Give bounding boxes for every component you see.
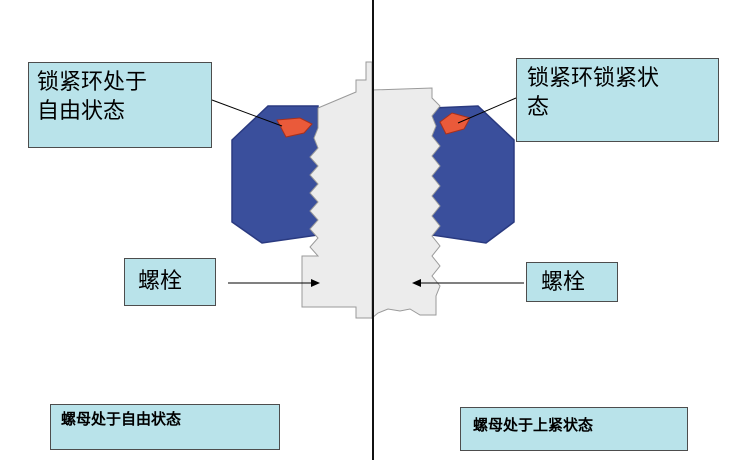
- bolt-left: [301, 61, 373, 319]
- label-lock-ring-locked-line2: 态: [527, 94, 550, 120]
- label-nut-tight: 螺母处于上紧状态: [460, 407, 688, 451]
- label-lock-ring-free-line2: 自由状态: [37, 98, 126, 124]
- label-bolt-right: 螺栓: [526, 262, 618, 302]
- label-lock-ring-locked-line1: 锁紧环锁紧状: [527, 66, 660, 91]
- lock-ring-right: [439, 112, 471, 135]
- label-nut-free: 螺母处于自由状态: [50, 404, 280, 450]
- label-bolt-left: 螺栓: [124, 258, 216, 306]
- arrowhead-bolt-left: [311, 279, 320, 287]
- lock-ring-left: [276, 117, 313, 138]
- label-bolt-left-text: 螺栓: [138, 269, 183, 294]
- pointer-lock-ring-left: [211, 99, 283, 127]
- label-lock-ring-free-line1: 锁紧环处于: [37, 70, 148, 95]
- pointer-lock-ring-right: [457, 97, 517, 124]
- label-nut-free-text: 螺母处于自由状态: [61, 410, 182, 428]
- label-lock-ring-locked: 锁紧环锁紧状 态: [516, 58, 719, 142]
- label-nut-tight-text: 螺母处于上紧状态: [473, 416, 594, 434]
- label-lock-ring-free: 锁紧环处于 自由状态: [28, 62, 212, 148]
- arrowhead-bolt-right: [412, 279, 421, 287]
- bolt-right: [371, 87, 441, 320]
- label-bolt-right-text: 螺栓: [541, 270, 586, 295]
